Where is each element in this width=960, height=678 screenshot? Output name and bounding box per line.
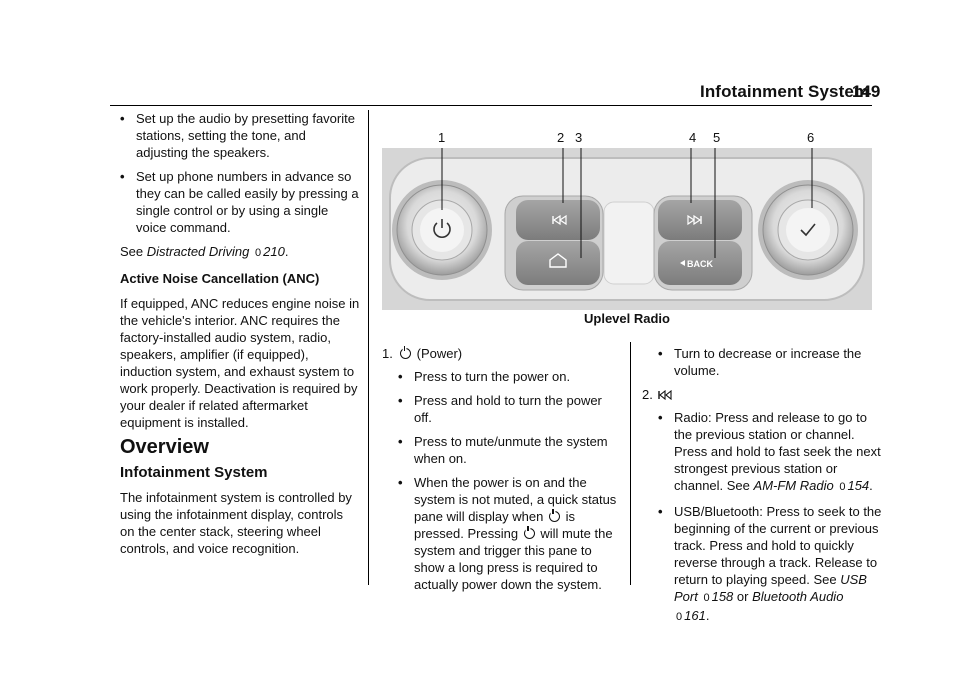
callout-5: 5 bbox=[713, 130, 721, 145]
right-column: Turn to decrease or increase the volume.… bbox=[642, 345, 882, 633]
overview-heading: Overview bbox=[120, 436, 209, 458]
list-item: 1. (Power) bbox=[382, 346, 463, 361]
back-arrow-icon bbox=[680, 260, 685, 266]
power-icon bbox=[548, 509, 560, 522]
infotainment-heading: Infotainment System bbox=[120, 464, 268, 481]
power-icon bbox=[433, 219, 451, 238]
middle-column: 1. (Power) Press to turn the power on. P… bbox=[382, 345, 622, 600]
seek-back-icon bbox=[658, 389, 672, 401]
list-item: Radio: Press and release to go to the pr… bbox=[658, 409, 882, 496]
checkmark-icon bbox=[800, 223, 816, 237]
header-rule bbox=[110, 105, 872, 106]
seek-forward-icon bbox=[687, 214, 702, 226]
section-title: Infotainment System bbox=[700, 82, 870, 101]
page-ref-arrow: 0 bbox=[254, 247, 262, 259]
list-item: 2. bbox=[642, 386, 882, 403]
list-item: Turn to decrease or increase the volume. bbox=[658, 345, 882, 379]
link-bluetooth-audio[interactable]: Bluetooth Audio bbox=[752, 589, 844, 604]
link-distracted-driving[interactable]: Distracted Driving bbox=[146, 244, 250, 259]
list-item: USB/Bluetooth: Press to seek to the begi… bbox=[658, 503, 882, 626]
link-usb-port[interactable]: USB Port bbox=[674, 572, 867, 604]
list-item: Press to turn the power on. bbox=[398, 368, 622, 385]
callout-leader-lines bbox=[441, 148, 813, 258]
back-button[interactable] bbox=[658, 241, 742, 285]
column-divider-left bbox=[368, 110, 369, 585]
callout-2: 2 bbox=[557, 130, 565, 145]
list-item: Set up phone numbers in advance so they … bbox=[120, 168, 360, 236]
callout-3: 3 bbox=[575, 130, 583, 145]
callout-1: 1 bbox=[438, 130, 446, 145]
list-item: Press to mute/unmute the system when on. bbox=[398, 433, 622, 467]
anc-paragraph: If equipped, ANC reduces engine noise in… bbox=[120, 296, 360, 430]
link-am-fm-radio[interactable]: AM-FM Radio bbox=[753, 478, 834, 493]
power-volume-knob[interactable] bbox=[392, 180, 492, 280]
callout-4: 4 bbox=[689, 130, 697, 145]
list-item: When the power is on and the system is n… bbox=[398, 474, 622, 593]
list-item: Set up the audio by presetting favorite … bbox=[120, 110, 360, 161]
page-number: 149 bbox=[852, 82, 881, 101]
seek-back-button[interactable] bbox=[516, 200, 600, 240]
seek-back-icon bbox=[552, 214, 567, 226]
back-label: BACK bbox=[687, 259, 713, 269]
home-icon bbox=[549, 253, 567, 268]
radio-controls-figure: BACK bbox=[382, 148, 872, 310]
column-divider-right bbox=[630, 342, 631, 585]
home-button[interactable] bbox=[516, 241, 600, 285]
callout-6: 6 bbox=[807, 130, 815, 145]
infotainment-paragraph: The infotainment system is controlled by… bbox=[120, 490, 352, 556]
power-icon bbox=[523, 526, 535, 539]
tune-knob[interactable] bbox=[758, 180, 858, 280]
figure-caption: Uplevel Radio bbox=[584, 311, 670, 326]
anc-title: Active Noise Cancellation (ANC) bbox=[120, 271, 320, 286]
left-column: Set up the audio by presetting favorite … bbox=[120, 110, 360, 565]
power-icon bbox=[400, 346, 411, 359]
list-item: Press and hold to turn the power off. bbox=[398, 392, 622, 426]
